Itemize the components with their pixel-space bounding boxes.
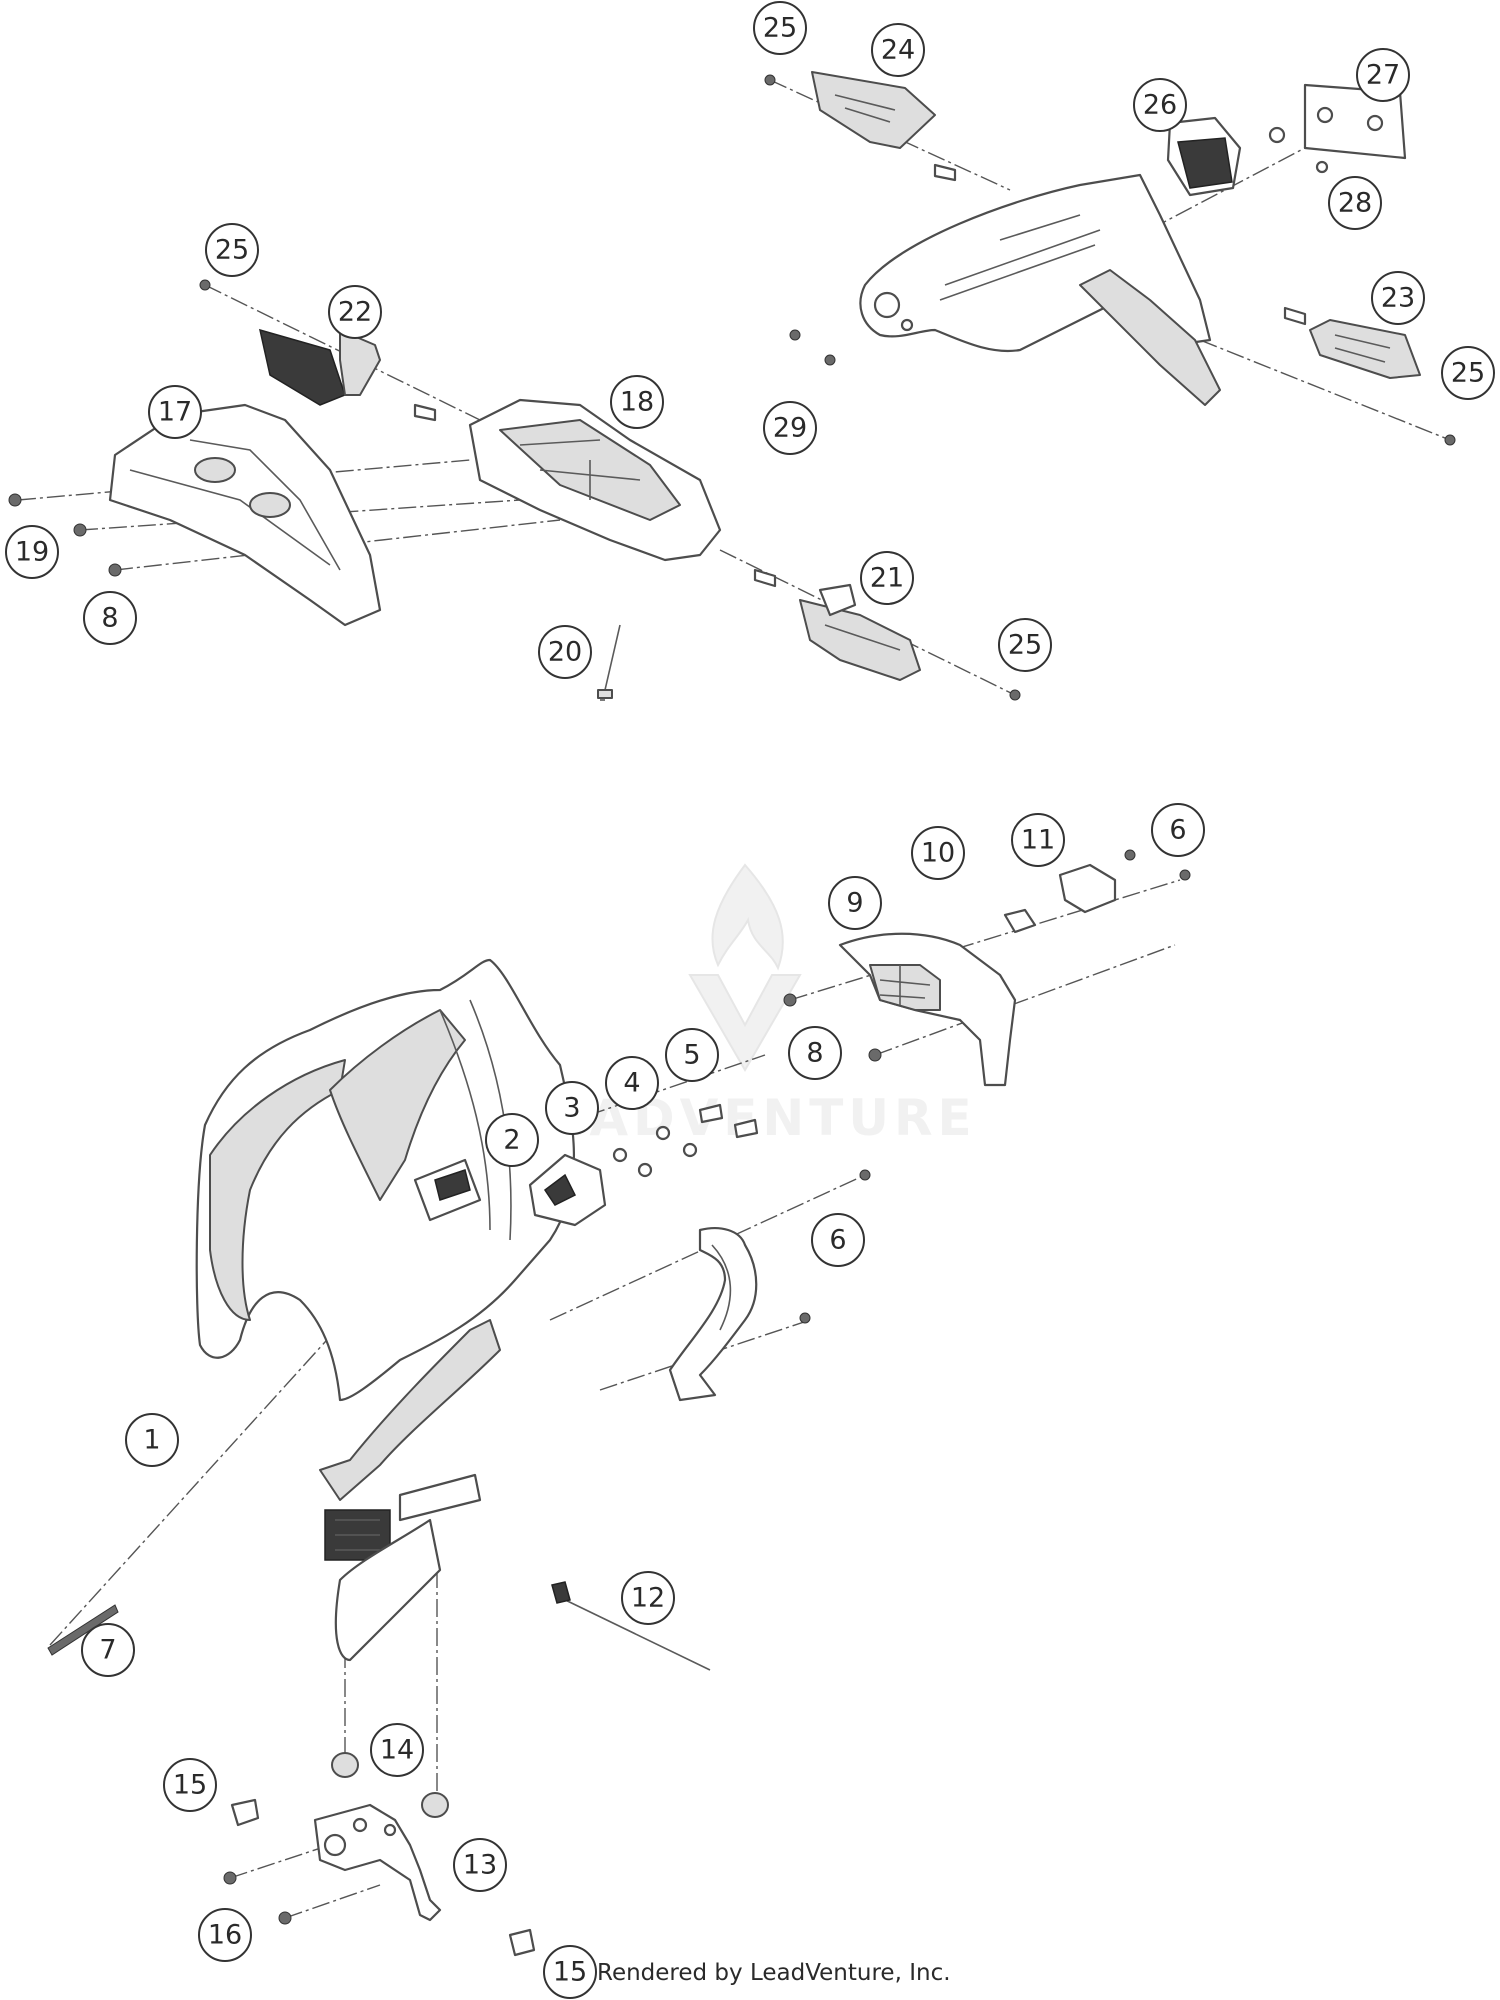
callout-8-lower: 8 — [788, 1026, 842, 1080]
callout-21: 21 — [860, 551, 914, 605]
callout-16: 16 — [198, 1908, 252, 1962]
screws — [8, 74, 1456, 1925]
light-2 — [528, 1153, 607, 1227]
callout-label: 3 — [563, 1093, 580, 1124]
callout-15-lower: 15 — [543, 1945, 597, 1999]
callout-label: 12 — [631, 1583, 665, 1614]
callout-label: 9 — [846, 888, 863, 919]
callout-25-right: 25 — [1441, 346, 1495, 400]
cable-tie-12 — [551, 1581, 711, 1671]
bracket-11 — [1058, 863, 1117, 914]
bracket-9 — [838, 932, 1017, 1087]
callout-13: 13 — [453, 1838, 507, 1892]
callout-label: 28 — [1338, 188, 1372, 219]
callout-22: 22 — [328, 285, 382, 339]
turn-signal-22 — [258, 328, 437, 422]
callout-label: 1 — [143, 1425, 160, 1456]
callout-label: 7 — [99, 1635, 116, 1666]
callout-label: 6 — [829, 1225, 846, 1256]
callout-24: 24 — [871, 23, 925, 77]
callout-label: 23 — [1381, 283, 1415, 314]
rear-cover-17 — [108, 403, 382, 627]
callout-10: 10 — [911, 826, 965, 880]
grommets-14 — [331, 1752, 449, 1818]
callout-4: 4 — [605, 1056, 659, 1110]
callout-27: 27 — [1356, 48, 1410, 102]
render-credit: Rendered by LeadVenture, Inc. — [597, 1960, 951, 1986]
callout-label: 11 — [1021, 825, 1055, 856]
callout-label: 25 — [763, 13, 797, 44]
callout-label: 19 — [15, 537, 49, 568]
callout-15-upper: 15 — [163, 1758, 217, 1812]
callout-label: 8 — [806, 1038, 823, 1069]
callout-label: 20 — [548, 637, 582, 668]
callout-label: 26 — [1143, 90, 1177, 121]
callout-label: 4 — [623, 1068, 640, 1099]
callout-label: 24 — [881, 35, 915, 66]
callout-11: 11 — [1011, 813, 1065, 867]
callout-label: 18 — [620, 387, 654, 418]
callout-label: 5 — [683, 1040, 700, 1071]
cable-tie-20 — [597, 624, 621, 701]
callout-6-upper: 6 — [1151, 803, 1205, 857]
rear-frame-assembly — [859, 83, 1407, 406]
callout-label: 6 — [1169, 815, 1186, 846]
callout-5: 5 — [665, 1028, 719, 1082]
pins-15 — [230, 1798, 536, 1957]
bracket-6 — [668, 1227, 758, 1402]
callout-label: 16 — [208, 1920, 242, 1951]
callout-28: 28 — [1328, 176, 1382, 230]
callout-label: 17 — [158, 397, 192, 428]
connector-10 — [1003, 908, 1037, 934]
callout-25-middle: 25 — [998, 618, 1052, 672]
callout-14: 14 — [370, 1723, 424, 1777]
callout-23: 23 — [1371, 271, 1425, 325]
callout-26: 26 — [1133, 78, 1187, 132]
small-hardware-3-5 — [612, 1103, 759, 1178]
callout-label: 8 — [101, 603, 118, 634]
turn-signal-21 — [753, 568, 921, 681]
callout-20: 20 — [538, 625, 592, 679]
callout-17: 17 — [148, 385, 202, 439]
callout-label: 25 — [1451, 358, 1485, 389]
callout-label: 2 — [503, 1125, 520, 1156]
callout-9: 9 — [828, 876, 882, 930]
callout-6-lower: 6 — [811, 1213, 865, 1267]
callout-label: 29 — [773, 413, 807, 444]
callout-label: 15 — [553, 1957, 587, 1988]
callout-label: 25 — [1008, 630, 1042, 661]
callout-label: 14 — [380, 1735, 414, 1766]
callout-2: 2 — [485, 1113, 539, 1167]
callout-29: 29 — [763, 401, 817, 455]
taillight-carrier-18 — [468, 398, 722, 562]
turn-signal-23 — [1283, 306, 1421, 379]
headlight-mask-1 — [195, 958, 575, 1662]
callout-25-left: 25 — [205, 223, 259, 277]
callout-7: 7 — [81, 1623, 135, 1677]
bracket-13 — [313, 1803, 442, 1922]
callout-18: 18 — [610, 375, 664, 429]
callout-12: 12 — [621, 1571, 675, 1625]
callout-label: 10 — [921, 838, 955, 869]
callout-label: 27 — [1366, 60, 1400, 91]
callout-8-upper: 8 — [83, 591, 137, 645]
callout-label: 21 — [870, 563, 904, 594]
callout-3: 3 — [545, 1081, 599, 1135]
callout-19: 19 — [5, 525, 59, 579]
callout-1: 1 — [125, 1413, 179, 1467]
turn-signal-24 — [811, 71, 957, 182]
callout-25-top: 25 — [753, 1, 807, 55]
callout-label: 22 — [338, 297, 372, 328]
assembly-guides — [17, 79, 1451, 1919]
callout-label: 15 — [173, 1770, 207, 1801]
callout-label: 25 — [215, 235, 249, 266]
callout-label: 13 — [463, 1850, 497, 1881]
